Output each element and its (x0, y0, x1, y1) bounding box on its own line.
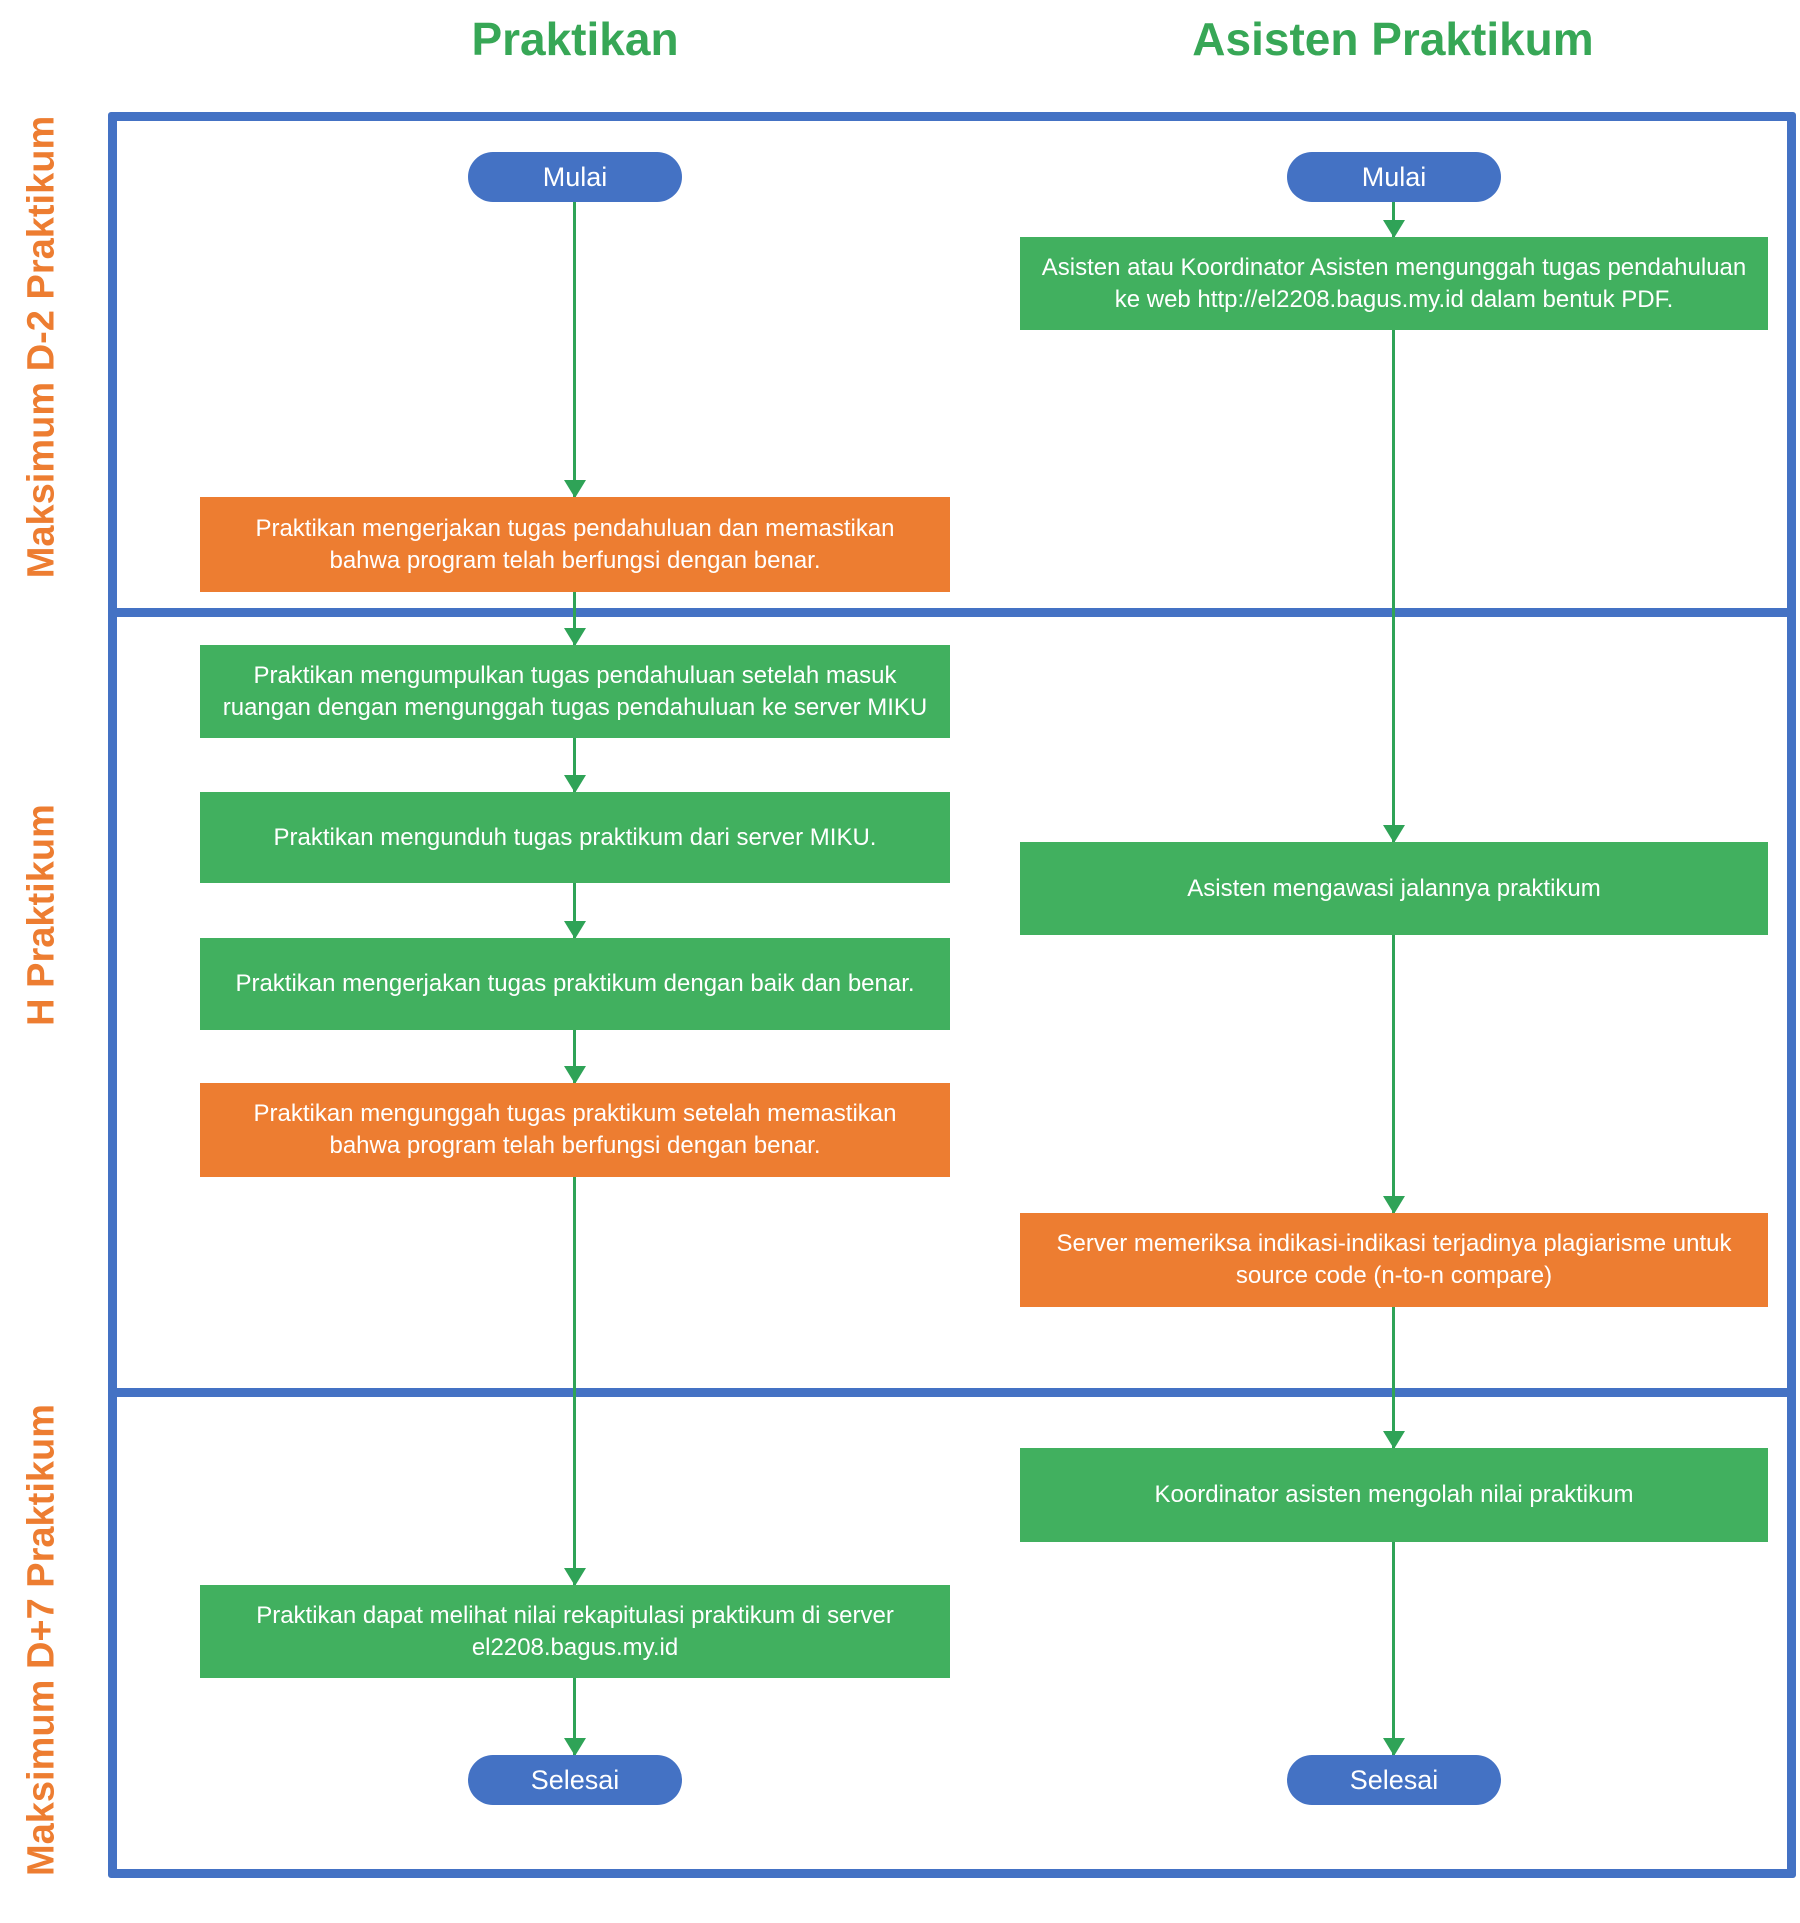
process-praktikan-4: Praktikan mengerjakan tugas praktikum de… (200, 938, 950, 1030)
lane-divider-1 (112, 608, 1792, 617)
connector-line (1392, 330, 1395, 842)
flow-connector (563, 592, 586, 646)
swimlane-frame (108, 112, 1796, 1878)
process-praktikan-2: Praktikan mengumpulkan tugas pendahuluan… (200, 645, 950, 738)
process-praktikan-6: Praktikan dapat melihat nilai rekapitula… (200, 1585, 950, 1678)
flow-connector (563, 738, 586, 793)
connector-line (573, 1678, 576, 1755)
process-praktikan-1: Praktikan mengerjakan tugas pendahuluan … (200, 497, 950, 592)
lane-divider-2 (112, 1388, 1792, 1397)
process-asisten-2: Asisten mengawasi jalannya praktikum (1020, 842, 1768, 935)
arrowhead-icon (1382, 825, 1405, 843)
column-title-asisten: Asisten Praktikum (1192, 13, 1594, 65)
flow-connector (563, 883, 586, 939)
arrowhead-icon (563, 1066, 586, 1084)
flow-connector (1382, 1542, 1405, 1756)
arrowhead-icon (563, 1738, 586, 1756)
connector-line (573, 592, 576, 645)
arrowhead-icon (563, 480, 586, 498)
flow-connector (1382, 935, 1405, 1214)
arrowhead-icon (563, 1568, 586, 1586)
flow-connector (563, 1177, 586, 1586)
connector-line (573, 202, 576, 497)
arrowhead-icon (563, 775, 586, 793)
lane-label-d-minus-2: Maksimum D-2 Praktikum (20, 115, 63, 579)
process-praktikan-3: Praktikan mengunduh tugas praktikum dari… (200, 792, 950, 883)
start-terminator-praktikan: Mulai (468, 152, 682, 202)
connector-line (573, 738, 576, 792)
flow-connector (1382, 330, 1405, 843)
connector-line (573, 1177, 576, 1585)
lane-label-h-praktikum: H Praktikum (20, 804, 63, 1026)
connector-line (573, 883, 576, 938)
connector-line (1392, 1542, 1395, 1755)
process-asisten-4: Koordinator asisten mengolah nilai prakt… (1020, 1448, 1768, 1542)
flow-connector (563, 202, 586, 498)
flow-connector (1382, 1307, 1405, 1449)
arrowhead-icon (1382, 1196, 1405, 1214)
flow-connector (563, 1678, 586, 1756)
connector-line (573, 1030, 576, 1083)
arrowhead-icon (563, 628, 586, 646)
flow-connector (1382, 202, 1405, 238)
process-asisten-1: Asisten atau Koordinator Asisten mengung… (1020, 237, 1768, 330)
start-terminator-asisten: Mulai (1287, 152, 1501, 202)
end-terminator-asisten: Selesai (1287, 1755, 1501, 1805)
process-asisten-3: Server memeriksa indikasi-indikasi terja… (1020, 1213, 1768, 1307)
arrowhead-icon (1382, 220, 1405, 238)
arrowhead-icon (1382, 1738, 1405, 1756)
arrowhead-icon (1382, 1431, 1405, 1449)
arrowhead-icon (563, 921, 586, 939)
lane-label-d-plus-7: Maksimum D+7 Praktikum (20, 1403, 63, 1877)
process-praktikan-5: Praktikan mengunggah tugas praktikum set… (200, 1083, 950, 1177)
connector-line (1392, 202, 1395, 237)
end-terminator-praktikan: Selesai (468, 1755, 682, 1805)
flow-connector (563, 1030, 586, 1084)
column-title-praktikan: Praktikan (471, 13, 679, 65)
connector-line (1392, 935, 1395, 1213)
connector-line (1392, 1307, 1395, 1448)
